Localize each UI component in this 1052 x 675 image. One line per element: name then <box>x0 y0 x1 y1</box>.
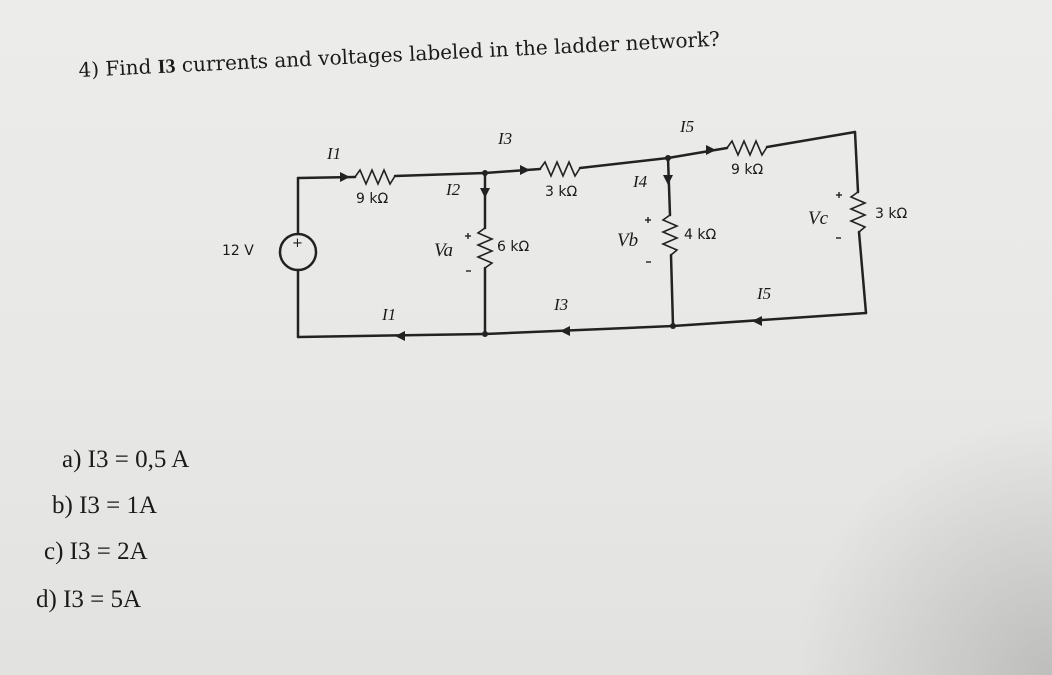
arrow-i4 <box>663 175 673 185</box>
resistor-4k <box>660 214 680 256</box>
current-label-i5-bottom: I5 <box>757 284 772 303</box>
voltage-label-va: Va <box>434 240 453 261</box>
option-c-letter: c) <box>44 538 64 565</box>
current-label-i1-top: I1 <box>327 144 342 163</box>
wire-top-5 <box>666 146 729 160</box>
wire-branch-3k-top <box>853 130 860 194</box>
wire-top-6 <box>765 130 857 149</box>
voltage-label-vb: Vb <box>617 230 639 251</box>
current-label-i3-bottom: I3 <box>554 295 569 314</box>
current-label-i4: I4 <box>633 172 648 191</box>
option-c-text: I3 = 2A <box>69 538 148 565</box>
wire-bottom-1 <box>296 332 487 339</box>
wire-bottom-2 <box>483 324 675 336</box>
option-a[interactable]: a) I3 = 0,5 A <box>62 446 189 474</box>
node-2-bottom <box>670 323 676 329</box>
option-c[interactable]: c) I3 = 2A <box>44 538 148 566</box>
resistor-label-r5: 9 kΩ <box>731 162 764 178</box>
resistor-9k-1 <box>354 167 396 187</box>
option-b-letter: b) <box>52 492 73 519</box>
current-label-i5-top: I5 <box>680 117 695 136</box>
voltage-label-vc: Vc <box>808 208 829 229</box>
wire-top-2 <box>393 171 487 178</box>
arrow-i5-bottom <box>752 316 762 326</box>
wire-branch-4k-bottom <box>669 253 675 328</box>
option-b-text: I3 = 1A <box>79 492 158 519</box>
page-shadow <box>792 415 1052 675</box>
option-a-letter: a) <box>62 446 82 473</box>
arrow-i1-top <box>340 172 350 182</box>
node-1-bottom <box>482 331 488 337</box>
node-1-top <box>482 170 488 176</box>
resistor-3k-2 <box>848 191 868 233</box>
resistor-6k <box>475 227 495 269</box>
option-d-letter: d) <box>36 586 57 613</box>
source-voltage-label: 12 V <box>222 243 254 259</box>
arrow-i1-bottom <box>395 331 405 341</box>
wire-top-4 <box>578 156 670 170</box>
option-b[interactable]: b) I3 = 1A <box>52 492 157 520</box>
resistor-label-r3: 3 kΩ <box>545 184 578 200</box>
resistor-3k-1 <box>539 159 581 179</box>
option-d[interactable]: d) I3 = 5A <box>36 586 141 614</box>
arrow-i3-bottom <box>560 326 570 336</box>
resistor-label-r4: 4 kΩ <box>684 227 717 243</box>
node-2-top <box>665 155 671 161</box>
arrow-i5-top <box>706 145 716 155</box>
current-label-i2: I2 <box>446 180 461 199</box>
resistor-label-r2: 6 kΩ <box>497 239 530 255</box>
option-d-text: I3 = 5A <box>63 586 142 613</box>
wire-branch-3k-bottom <box>857 230 868 315</box>
arrow-i3-top <box>520 165 530 175</box>
current-label-i3-top: I3 <box>498 129 513 148</box>
resistor-label-r1: 9 kΩ <box>356 191 389 207</box>
wire-branch-4k-top <box>666 156 672 217</box>
resistor-9k-2 <box>726 138 768 158</box>
current-label-i1-bottom: I1 <box>382 305 397 324</box>
resistor-label-r6: 3 kΩ <box>875 206 908 222</box>
source-plus-sign: + <box>292 236 303 251</box>
option-a-text: I3 = 0,5 A <box>87 446 190 473</box>
wire-bottom-3 <box>671 311 868 328</box>
arrow-i2 <box>480 188 490 198</box>
wire-top-3 <box>483 167 542 175</box>
